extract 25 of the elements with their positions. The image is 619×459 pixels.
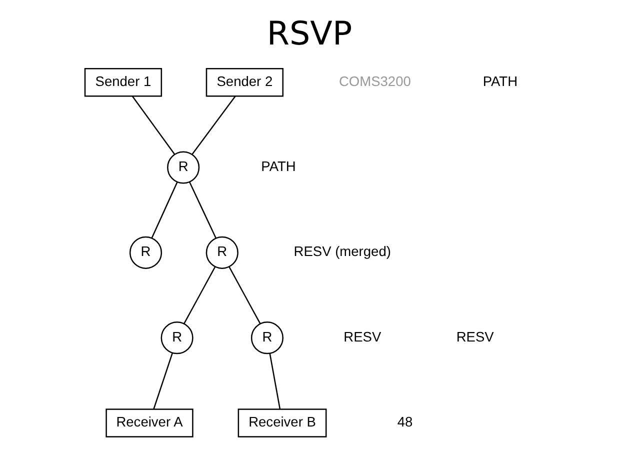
node-circle: R <box>250 322 284 354</box>
node-box: Receiver A <box>106 408 194 438</box>
diagram-title: RSVP <box>266 14 352 53</box>
connector <box>151 182 178 238</box>
label: RESV <box>344 329 382 344</box>
node-circle: R <box>129 236 162 269</box>
node-circle: R <box>160 322 194 354</box>
connector <box>184 266 216 324</box>
connector <box>153 352 173 410</box>
label: 48 <box>397 414 413 430</box>
label: PATH <box>482 74 518 89</box>
connector <box>269 353 281 410</box>
label: RESV (merged) <box>294 244 391 260</box>
connector <box>132 96 175 154</box>
label: RESV <box>456 329 494 344</box>
node-box: Sender 2 <box>206 68 284 97</box>
node-box: Sender 1 <box>84 68 162 97</box>
connector <box>192 96 236 154</box>
connector <box>189 182 216 238</box>
label: PATH <box>261 159 296 174</box>
node-box: Receiver B <box>238 408 327 438</box>
label: COMS3200 <box>338 74 411 89</box>
node-circle: R <box>206 236 238 269</box>
node-circle: R <box>167 151 200 184</box>
connector <box>228 266 261 324</box>
